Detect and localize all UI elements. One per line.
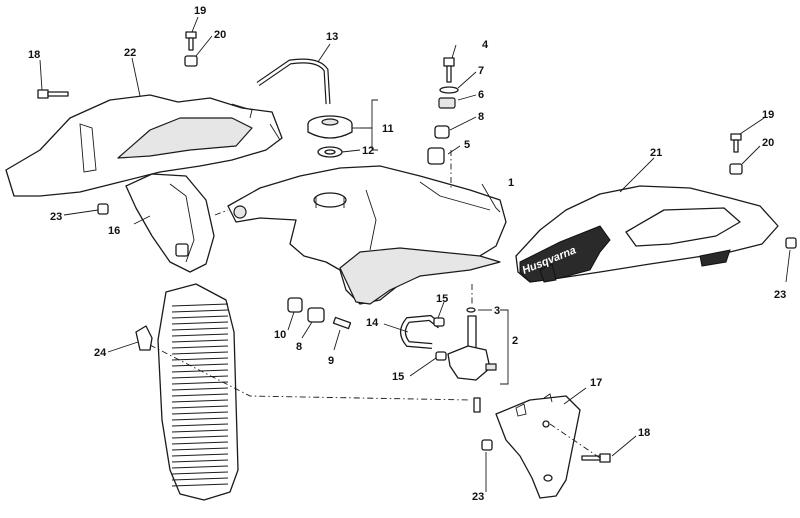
- part-4-bolt: [443, 57, 455, 83]
- part-19-screw-left: [185, 31, 197, 51]
- callout-12: 12: [362, 145, 374, 157]
- part-12-cap-seal: [317, 146, 343, 158]
- part-23-clip-bottom: [481, 439, 493, 451]
- callout-7: 7: [478, 65, 484, 77]
- radiator-fin: [171, 363, 229, 367]
- radiator-fin: [171, 345, 229, 349]
- radiator-fin: [171, 435, 229, 439]
- part-16-radiator-scoop: [125, 173, 215, 273]
- part-15-clamp-upper: [433, 317, 445, 327]
- callout-15-upper: 15: [436, 293, 448, 305]
- part-11-fuel-cap: [307, 115, 353, 139]
- radiator-fin: [171, 447, 229, 451]
- callout-20-right: 20: [762, 137, 774, 149]
- part-19-screw-right: [730, 133, 742, 153]
- radiator-fin: [171, 351, 229, 355]
- part-8-spacer-top: [434, 125, 450, 139]
- callout-18-right: 18: [638, 427, 650, 439]
- callout-labels: 1 2 3 4 5 6 7 8 8 9 10 11 12 13 14 15 15…: [28, 5, 786, 503]
- callout-3: 3: [494, 305, 500, 317]
- part-7-washer: [439, 86, 459, 94]
- radiator-fin: [171, 441, 229, 445]
- radiator-fin: [171, 315, 229, 319]
- part-22-left-shroud: [5, 94, 283, 197]
- callout-8-top: 8: [478, 111, 484, 123]
- part-18-bolt-left: [37, 89, 69, 99]
- callout-5: 5: [464, 139, 470, 151]
- callout-21: 21: [650, 147, 662, 159]
- radiator-fin: [171, 327, 229, 331]
- callout-8-bottom: 8: [296, 341, 302, 353]
- radiator-fin: [171, 471, 229, 475]
- radiator-fin: [171, 303, 229, 307]
- part-20-nut-left: [184, 55, 198, 67]
- radiator-fin: [171, 459, 229, 463]
- radiator-fin: [171, 381, 229, 385]
- part-8-spacer-bottom: [307, 307, 325, 323]
- radiator-fin: [171, 393, 229, 397]
- callout-4: 4: [482, 39, 489, 51]
- part-9-bolt: [332, 316, 352, 330]
- callout-17: 17: [590, 377, 602, 389]
- radiator-fin: [171, 333, 229, 337]
- callout-18-left: 18: [28, 49, 40, 61]
- radiator-fin: [171, 387, 229, 391]
- radiator-fin: [171, 399, 229, 403]
- callout-24: 24: [94, 347, 107, 359]
- part-18-bolt-right: [581, 453, 611, 463]
- callout-13: 13: [326, 31, 338, 43]
- radiator-fin: [171, 339, 229, 343]
- callout-14: 14: [366, 317, 379, 329]
- radiator-fin: [171, 411, 229, 415]
- callout-16: 16: [108, 225, 120, 237]
- radiator-fin: [171, 417, 229, 421]
- callout-9: 9: [328, 355, 334, 367]
- part-10-bushing: [287, 297, 303, 313]
- part-23-clip-left: [97, 203, 109, 215]
- radiator-fin: [171, 405, 229, 409]
- callout-2: 2: [512, 335, 518, 347]
- radiator-fin: [171, 477, 229, 481]
- radiator-fin: [171, 375, 229, 379]
- callout-15-lower: 15: [392, 371, 404, 383]
- part-5-rubber-mount: [427, 147, 445, 165]
- callout-19-right: 19: [762, 109, 774, 121]
- part-21-right-shroud: Husqvarna: [515, 185, 779, 283]
- part-3-seal: [466, 307, 476, 313]
- part-20-nut-right: [729, 163, 743, 175]
- part-15-clamp-lower: [435, 351, 447, 361]
- callout-19-left: 19: [194, 5, 206, 17]
- callout-23-left: 23: [50, 211, 62, 223]
- callout-1: 1: [508, 177, 514, 189]
- callout-23-right: 23: [774, 289, 786, 301]
- radiator-fin: [171, 453, 229, 457]
- part-13-breather-hose: [256, 58, 331, 105]
- part-23-clip-right: [785, 237, 797, 249]
- radiator-fin: [171, 357, 229, 361]
- part-1-fuel-tank: [227, 165, 507, 305]
- callout-10: 10: [274, 329, 286, 341]
- radiator-fin: [171, 309, 229, 313]
- part-6-bushing: [438, 97, 456, 109]
- radiator-fin: [171, 483, 229, 487]
- leader-lines: [39, 16, 791, 492]
- radiator-fin: [171, 465, 229, 469]
- assembly-lines: [149, 150, 601, 459]
- callout-22: 22: [124, 47, 136, 59]
- callout-6: 6: [478, 89, 484, 101]
- callout-11: 11: [382, 123, 394, 135]
- part-17-lower-bracket: [495, 393, 581, 499]
- part-2-fuel-tap: [447, 315, 497, 413]
- radiator-fin: [171, 429, 229, 433]
- radiator-fin: [171, 423, 229, 427]
- callout-20-left: 20: [214, 29, 226, 41]
- part-24-radiator: [135, 283, 239, 501]
- callout-23-bottom: 23: [472, 491, 484, 503]
- radiator-fin: [171, 321, 229, 325]
